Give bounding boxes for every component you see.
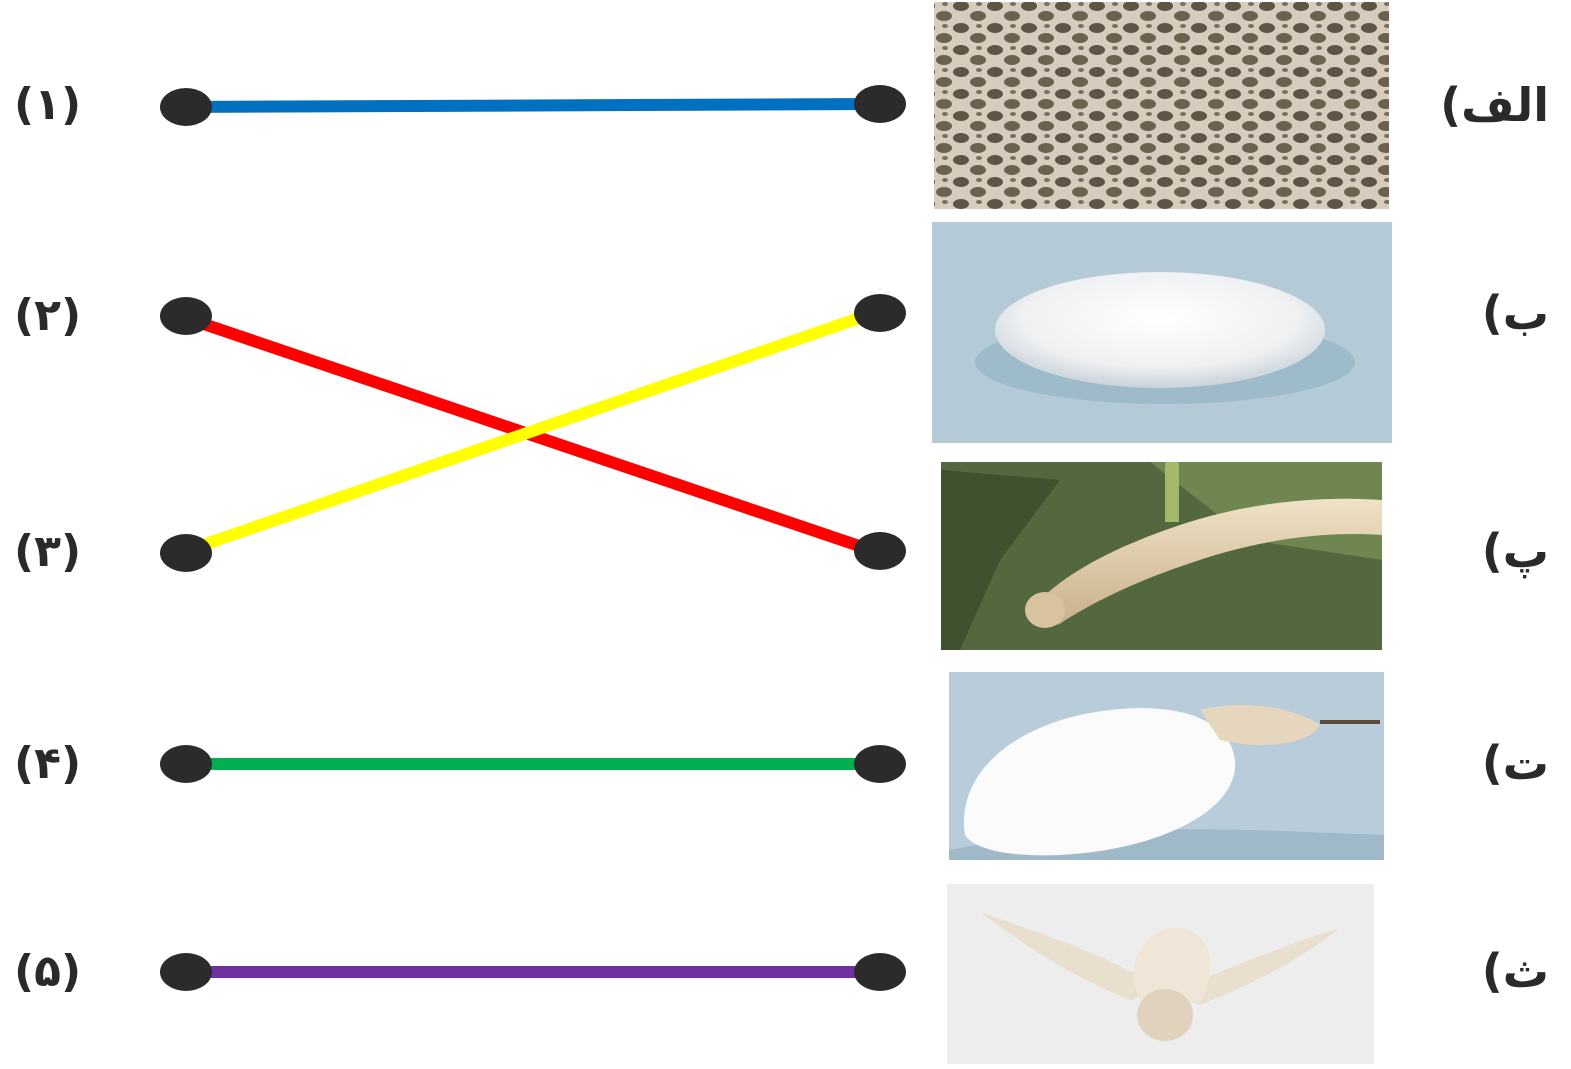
- right-dot-5[interactable]: [854, 953, 906, 991]
- right-label-te: ت): [1482, 740, 1549, 786]
- silkworm-larva-image: [941, 462, 1382, 650]
- left-label-2: (۲): [14, 294, 81, 338]
- left-label-4: (۴): [14, 742, 81, 786]
- silk-moth-image: [947, 884, 1374, 1064]
- left-dot-1[interactable]: [160, 88, 212, 126]
- silkworm-eggs-image: [934, 2, 1389, 209]
- left-dot-5[interactable]: [160, 953, 212, 991]
- right-dot-3[interactable]: [854, 532, 906, 570]
- right-label-alef: الف): [1440, 82, 1549, 128]
- left-dot-4[interactable]: [160, 745, 212, 783]
- right-dot-2[interactable]: [854, 294, 906, 332]
- connection-lines: [180, 104, 874, 972]
- left-dot-2[interactable]: [160, 297, 212, 335]
- moth-emerging-image: [949, 672, 1384, 860]
- right-label-pe: پ): [1482, 528, 1549, 574]
- left-dot-3[interactable]: [160, 534, 212, 572]
- connection-line-1: [180, 104, 874, 107]
- right-label-se: ث): [1482, 948, 1549, 994]
- left-label-5: (۵): [14, 950, 81, 994]
- silk-cocoon-image: [932, 222, 1392, 443]
- right-dot-1[interactable]: [854, 85, 906, 123]
- right-label-be: ب): [1482, 290, 1549, 336]
- left-label-3: (۳): [14, 530, 81, 574]
- left-label-1: (۱): [14, 83, 81, 127]
- right-dot-4[interactable]: [854, 745, 906, 783]
- connection-dots: [160, 85, 906, 991]
